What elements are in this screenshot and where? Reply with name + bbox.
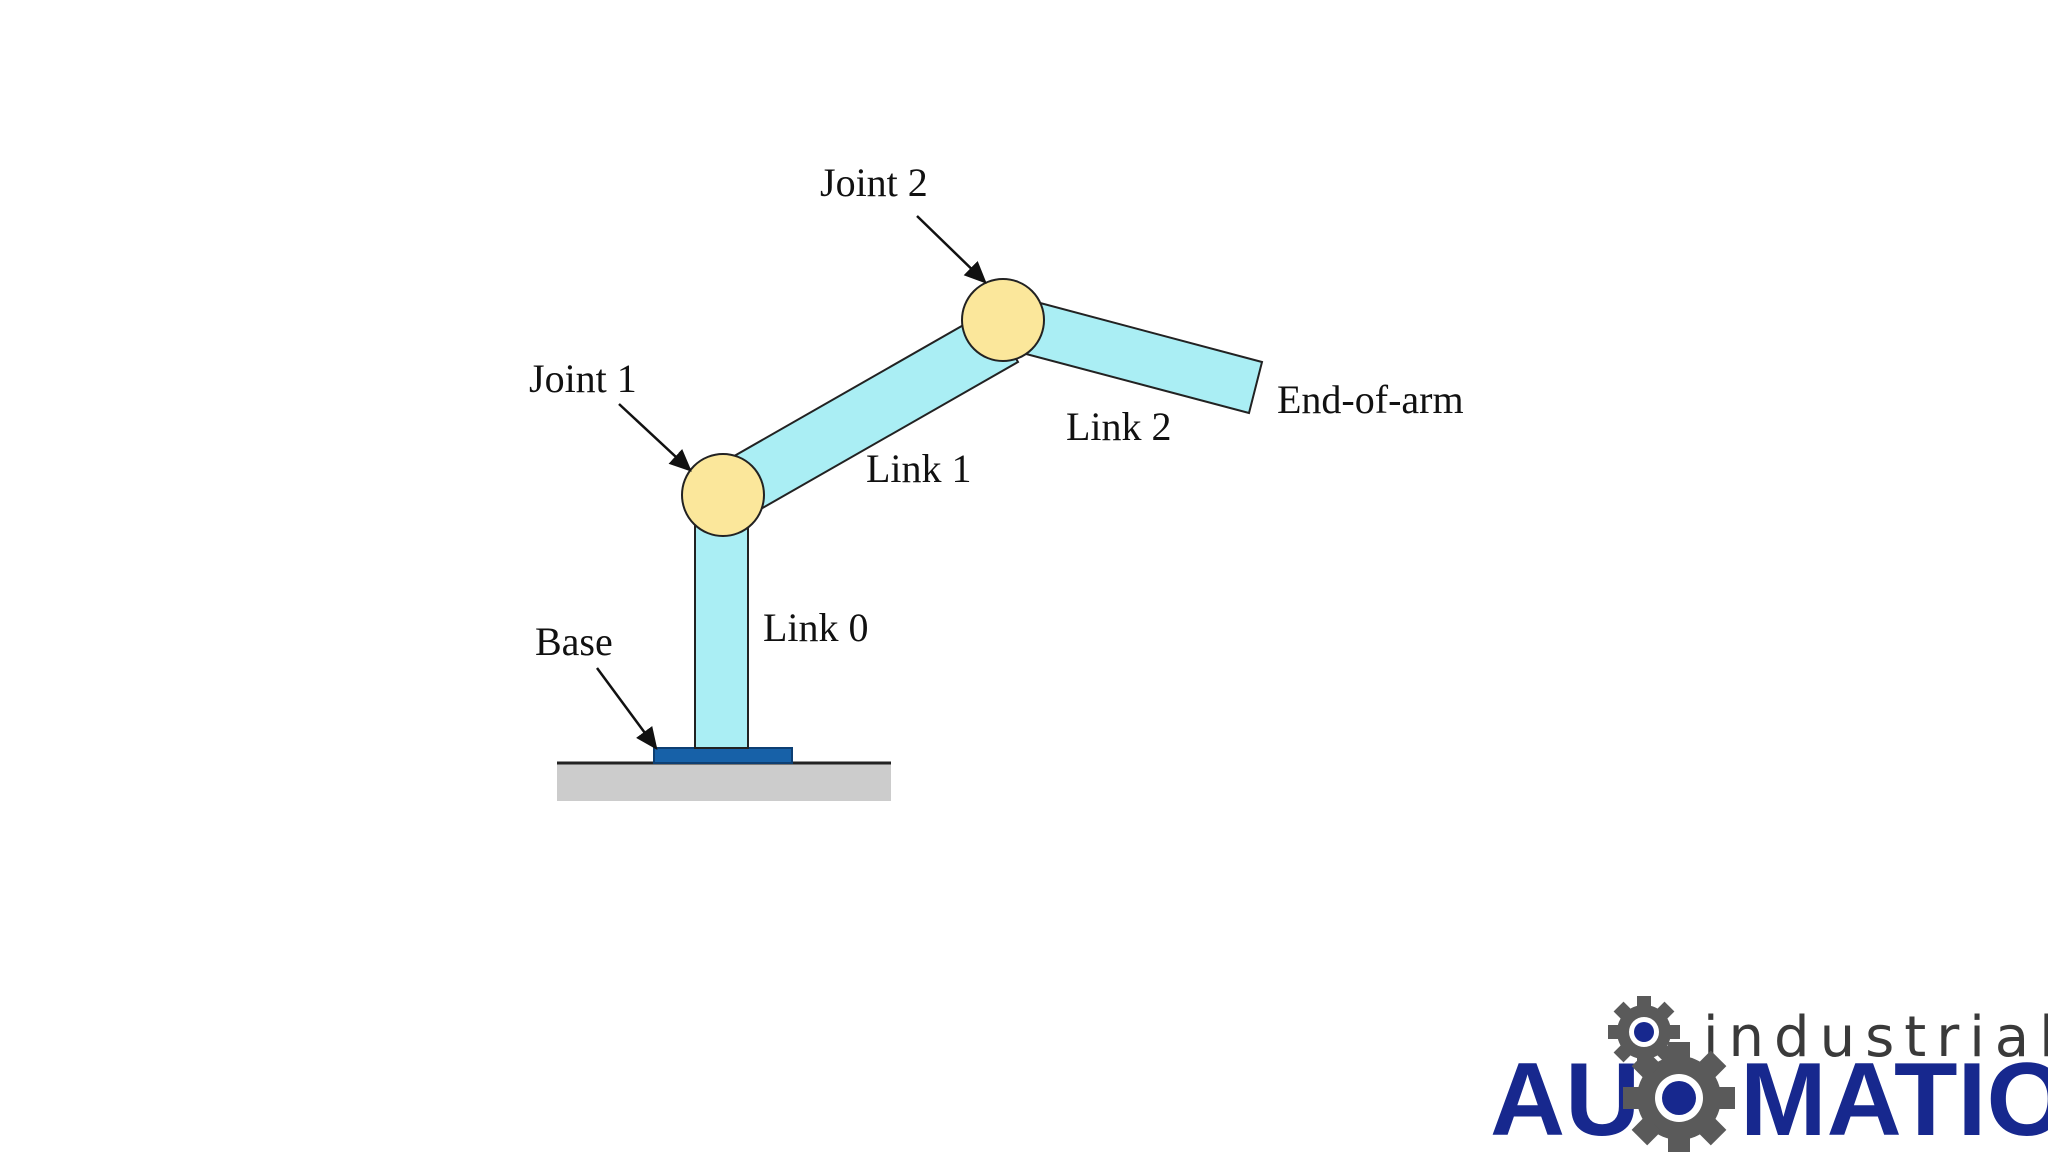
industrial-automation-logo: industrial AUT MATION [1490,996,2048,1152]
joint-2-arrow [916,215,987,284]
base-arrow [595,667,658,751]
link-2-label: Link 2 [1066,404,1172,449]
link-0 [694,494,749,749]
joint-1-arrow [618,403,692,472]
end-of-arm-label: End-of-arm [1277,377,1464,422]
ground-block [557,763,891,801]
joint-1 [681,453,765,537]
link-0-label: Link 0 [763,605,869,650]
logo-mation-text: MATION [1740,1042,2048,1152]
large-gear-icon [1623,1042,1735,1152]
joint-1-label: Joint 1 [529,356,637,401]
joint-2-label: Joint 2 [820,160,928,205]
link-1-label: Link 1 [866,446,972,491]
base-label: Base [535,619,613,664]
base-plate [653,747,793,764]
joint-2 [961,278,1045,362]
logo-industrial-text: industrial [1703,1005,2048,1070]
